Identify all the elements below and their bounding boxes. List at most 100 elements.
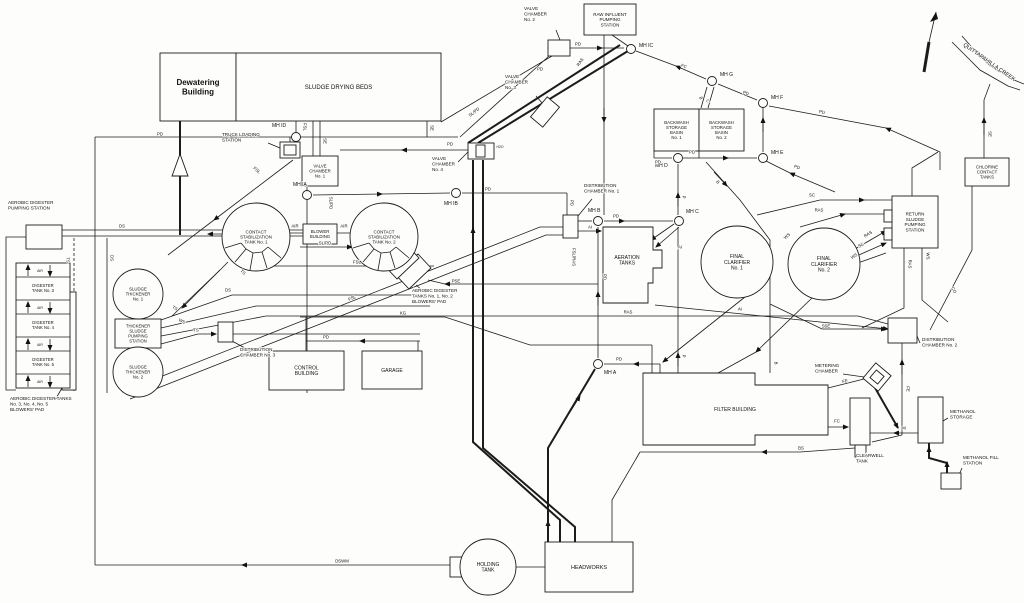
pipe-line-25 bbox=[312, 191, 383, 197]
pipe-label-ds-71: DS bbox=[119, 224, 125, 229]
pipe-label-pd-85: PD bbox=[485, 187, 491, 192]
mh-c bbox=[674, 216, 684, 226]
pipe-label-ai-47: AI bbox=[588, 225, 592, 230]
pipe-label-ai-48: AI bbox=[678, 245, 682, 250]
mh-ia-label: MH IA bbox=[293, 182, 308, 188]
sludge-drying-beds bbox=[235, 52, 442, 122]
pipe-label-sl-pd-29: SL/PD bbox=[468, 106, 481, 118]
sludge-drying-beds-label: SLUDGE DRYING BEDS bbox=[305, 85, 373, 91]
pipe-line-161 bbox=[362, 248, 375, 263]
pipe-label-air-23: AIR bbox=[37, 380, 43, 384]
pipe-line-167 bbox=[457, 151, 469, 163]
pipe-line-53 bbox=[700, 86, 708, 109]
distribution-chamber-3-box bbox=[217, 321, 234, 343]
mh-e-label: MH E bbox=[771, 150, 784, 156]
pipe-label-sl-pd-79: SL/PD bbox=[319, 241, 331, 246]
backwash-storage-basin-1 bbox=[653, 108, 700, 152]
mh-g bbox=[707, 76, 717, 86]
pipe-line-79 bbox=[717, 351, 757, 374]
pipe-line-158 bbox=[395, 246, 410, 259]
pipe-label-kg-82: KG bbox=[400, 311, 407, 316]
pipe-line-36 bbox=[655, 226, 680, 248]
sludge-thickener-1 bbox=[112, 268, 164, 320]
rsps-notch-1 bbox=[883, 209, 893, 223]
holding-tank bbox=[459, 538, 517, 596]
pipe-line-171 bbox=[842, 373, 865, 378]
pipe-line-9 bbox=[467, 44, 621, 144]
pipe-label-pd-49: PD bbox=[602, 274, 607, 280]
pipe-label-se-41: SE bbox=[987, 131, 992, 137]
pipe-label-fsl-ras-50: FSL/RAS bbox=[571, 248, 576, 266]
pipe-label-m-68: M bbox=[902, 426, 906, 431]
pipe-label-pd-39: PD bbox=[819, 109, 826, 115]
valve-chamber-4-inner bbox=[475, 144, 486, 158]
pipe-label-dswm-70: DSWM bbox=[335, 559, 349, 564]
pipe-line-160 bbox=[377, 252, 382, 271]
return-sludge-pumping-station bbox=[891, 195, 939, 249]
pipe-line-162 bbox=[352, 242, 370, 249]
pipe-line-107 bbox=[873, 385, 899, 429]
pipe-line-88 bbox=[121, 226, 563, 393]
pipe-line-5 bbox=[482, 160, 576, 542]
valve-chamber-1-box bbox=[301, 155, 339, 187]
pipe-line-152 bbox=[267, 246, 282, 259]
pipe-line-102 bbox=[611, 451, 641, 542]
pipe-line-156 bbox=[224, 242, 242, 249]
pipe-line-155 bbox=[234, 248, 247, 263]
pipe-label-ras-56: RAS bbox=[863, 229, 873, 238]
pipe-label-p-42: P bbox=[681, 196, 686, 199]
pipe-line-52 bbox=[635, 50, 677, 67]
sludge-thickener-2 bbox=[112, 346, 164, 398]
pipe-line-22 bbox=[167, 219, 215, 256]
backwash-storage-basin-2 bbox=[698, 108, 745, 152]
mh-ib-label: MH IB bbox=[444, 201, 459, 207]
pipe-label-pd-24: PD bbox=[157, 132, 163, 137]
pipe-line-153 bbox=[261, 251, 268, 269]
quittapahilla-creek-label: QUITTAPAHILLA CREEK bbox=[962, 42, 1017, 83]
pipe-label-fsl-89: FSL bbox=[347, 294, 357, 302]
pipe-line-165 bbox=[555, 29, 561, 41]
aeration-tanks-outline bbox=[602, 226, 663, 304]
mh-f-label: MH F bbox=[771, 95, 783, 101]
pipe-label-fsl-81: FSL bbox=[353, 260, 361, 265]
pipe-line-139 bbox=[427, 279, 446, 285]
mh-id-label: MH ID bbox=[272, 123, 287, 129]
pipe-label-pd-52: PD bbox=[616, 357, 622, 362]
pipe-line-69 bbox=[799, 212, 846, 228]
pipe-line-110 bbox=[928, 443, 948, 473]
final-clarifier-2 bbox=[787, 227, 861, 301]
pipe-label-pd-38: PD bbox=[742, 90, 749, 97]
pipe-line-78 bbox=[755, 297, 813, 353]
pipe-label-se-27: SE bbox=[429, 125, 434, 131]
pipe-label-bs-69: BS bbox=[798, 446, 804, 451]
pipe-line-74 bbox=[861, 248, 905, 329]
pipe-line-57 bbox=[885, 127, 941, 153]
final-clarifier-1 bbox=[700, 225, 774, 299]
structures-layer bbox=[15, 3, 1010, 596]
pipe-line-76 bbox=[911, 151, 939, 196]
pipe-label-pd-34: PD bbox=[689, 150, 695, 155]
pipe-line-80 bbox=[769, 303, 887, 332]
pipe-line-21 bbox=[213, 159, 294, 221]
pipe-line-13 bbox=[440, 55, 553, 123]
mh-ia bbox=[302, 190, 312, 200]
filter-building-label: FILTER BUILDING bbox=[714, 407, 756, 413]
pipe-line-4 bbox=[472, 160, 561, 542]
pipe-line-60 bbox=[929, 184, 973, 331]
